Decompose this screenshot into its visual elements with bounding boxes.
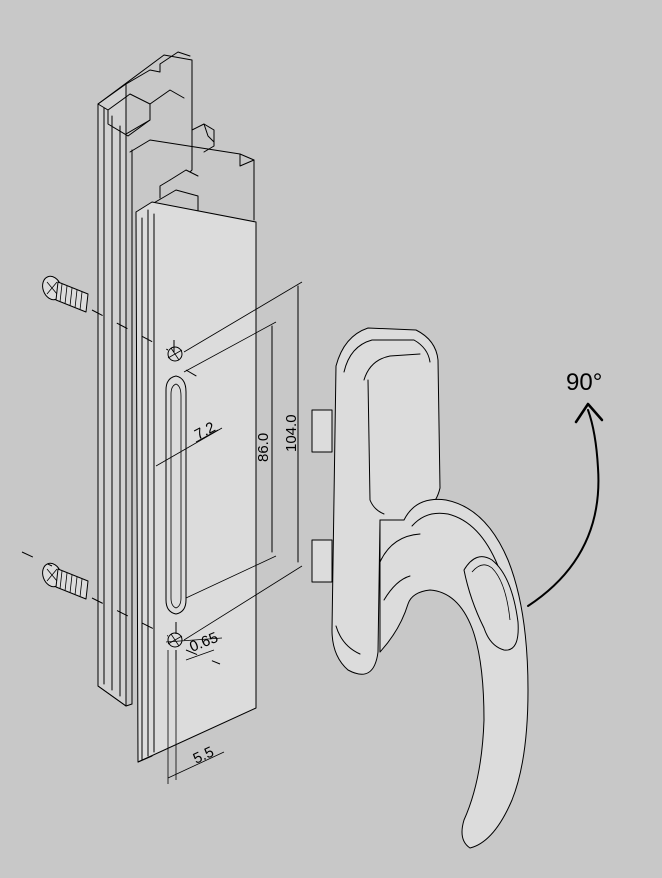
dimension-lines bbox=[155, 281, 303, 784]
dim-height-inner-label: 86.0 bbox=[255, 433, 272, 462]
cam-slot bbox=[165, 375, 187, 615]
screw-bottom bbox=[21, 551, 169, 637]
screw-top bbox=[42, 275, 169, 351]
dim-height-outer-label: 104.0 bbox=[283, 414, 300, 452]
dim-bottom-offset-label: 5.5 bbox=[191, 743, 217, 767]
aluminium-profile bbox=[97, 51, 257, 763]
screw-hole-top bbox=[167, 346, 183, 362]
rotation-label: 90° bbox=[566, 369, 602, 396]
window-handle bbox=[311, 327, 529, 849]
screw-hole-bottom bbox=[167, 632, 183, 648]
rotation-arrow bbox=[527, 402, 604, 607]
